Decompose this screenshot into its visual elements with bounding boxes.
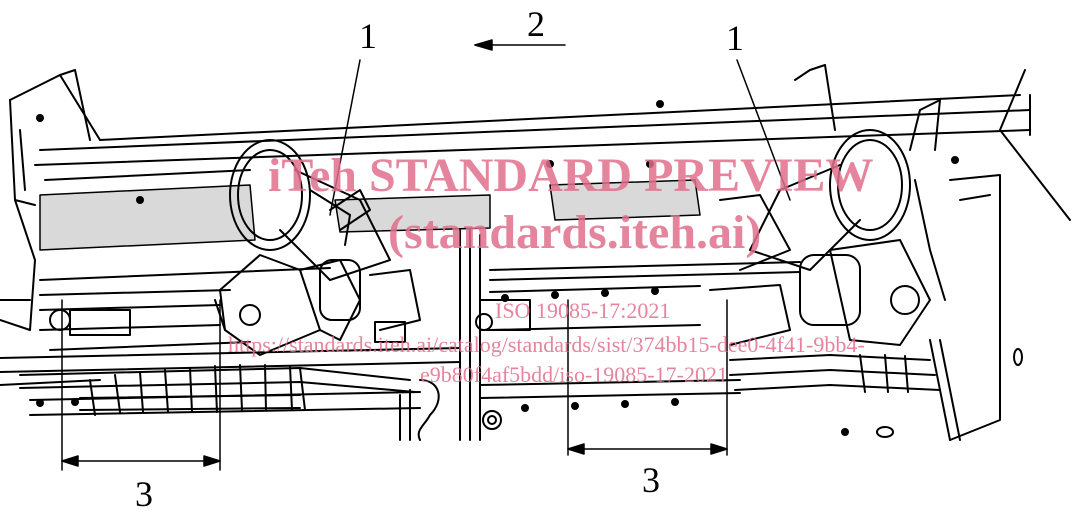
cable-bundle-left [19,364,416,416]
top-rail [9,64,1071,221]
watermark-title: iTeh STANDARD PREVIEW [268,149,874,202]
callout-3-left: 3 [135,474,153,514]
callout-3-right: 3 [642,460,660,500]
callout-1-right: 1 [726,18,744,58]
watermark-subtitle: (standards.iteh.ai) [388,206,762,259]
center-frame [399,229,801,441]
callout-1-left: 1 [359,16,377,56]
drive-unit-right [709,99,946,346]
shaded-panel [39,179,701,251]
right-frame [36,100,1023,441]
direction-arrow [474,39,566,51]
drive-unit-left [214,139,421,356]
dimension-line-left [61,299,221,471]
callout-2: 2 [527,4,545,44]
dimension-line-right [567,299,728,456]
watermark-standard-number: ISO 19085-17:2021 [495,298,671,323]
leader-lines [329,59,791,216]
watermark-url-line2: e9b80f4af5bdd/iso-19085-17-2021 [420,362,728,387]
cable-bundle-right [729,339,961,441]
watermark-url-line1: https://standards.iteh.ai/catalog/standa… [228,332,865,357]
